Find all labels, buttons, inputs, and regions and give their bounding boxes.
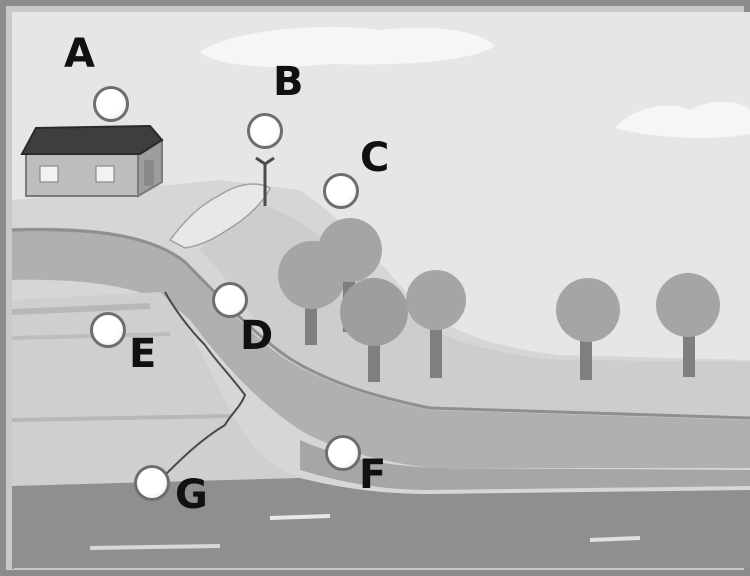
tree bbox=[406, 270, 466, 378]
wave-1 bbox=[269, 514, 331, 520]
rock-pile bbox=[168, 183, 271, 249]
wave-2 bbox=[89, 544, 221, 550]
signpost-top bbox=[255, 156, 275, 166]
marker-f bbox=[325, 435, 361, 471]
platform-band-3 bbox=[11, 414, 231, 422]
label-b: B bbox=[273, 59, 304, 105]
cloud-right bbox=[615, 101, 750, 138]
trees bbox=[278, 218, 720, 382]
label-c: C bbox=[360, 135, 390, 181]
marker-g bbox=[134, 465, 170, 501]
marker-a bbox=[93, 86, 129, 122]
marker-c bbox=[323, 173, 359, 209]
cliff-face bbox=[12, 227, 750, 468]
cliff-top-edge bbox=[11, 228, 750, 420]
label-d: D bbox=[240, 313, 274, 359]
label-e: E bbox=[129, 331, 157, 377]
marker-d bbox=[212, 282, 248, 318]
left-platform bbox=[12, 292, 300, 486]
label-f: F bbox=[359, 452, 387, 498]
tree bbox=[656, 273, 720, 377]
house-window-right bbox=[95, 165, 115, 183]
sea-shore-band bbox=[300, 440, 750, 490]
wave-3 bbox=[589, 536, 641, 542]
house-door bbox=[144, 160, 154, 186]
house bbox=[20, 124, 164, 198]
marker-b bbox=[247, 113, 283, 149]
cloud-top bbox=[200, 26, 495, 67]
house-roof bbox=[20, 124, 164, 155]
tree bbox=[340, 278, 408, 382]
house-window-left bbox=[39, 165, 59, 183]
label-g: G bbox=[175, 472, 208, 518]
platform-band-1 bbox=[11, 303, 151, 315]
tree bbox=[556, 278, 620, 380]
label-a: A bbox=[64, 31, 95, 77]
marker-e bbox=[90, 312, 126, 348]
